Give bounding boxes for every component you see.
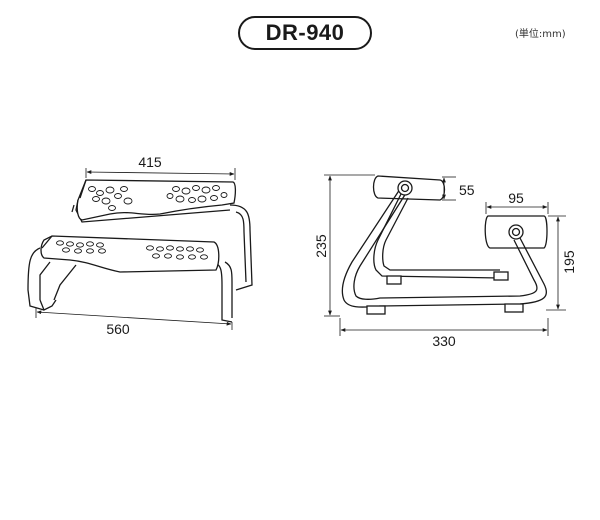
lower-pad-texture [56,240,208,260]
dim-label-55: 55 [459,182,475,198]
dim-label-195: 195 [561,250,577,274]
model-title: DR-940 [238,16,372,50]
unit-note: (単位:mm) [515,29,566,40]
dim-label-235: 235 [313,234,329,258]
dim-width-top [85,168,236,180]
side-view [341,175,548,315]
dim-label-330: 330 [432,333,456,349]
dim-label-415: 415 [138,154,162,170]
model-title-text: DR-940 [265,20,345,45]
perspective-view [27,179,253,323]
upper-pad-texture [88,185,228,211]
dim-label-560: 560 [106,321,130,337]
dim-lines-side [324,174,566,336]
dim-label-95: 95 [508,190,524,206]
dim-width-bottom [35,308,233,330]
